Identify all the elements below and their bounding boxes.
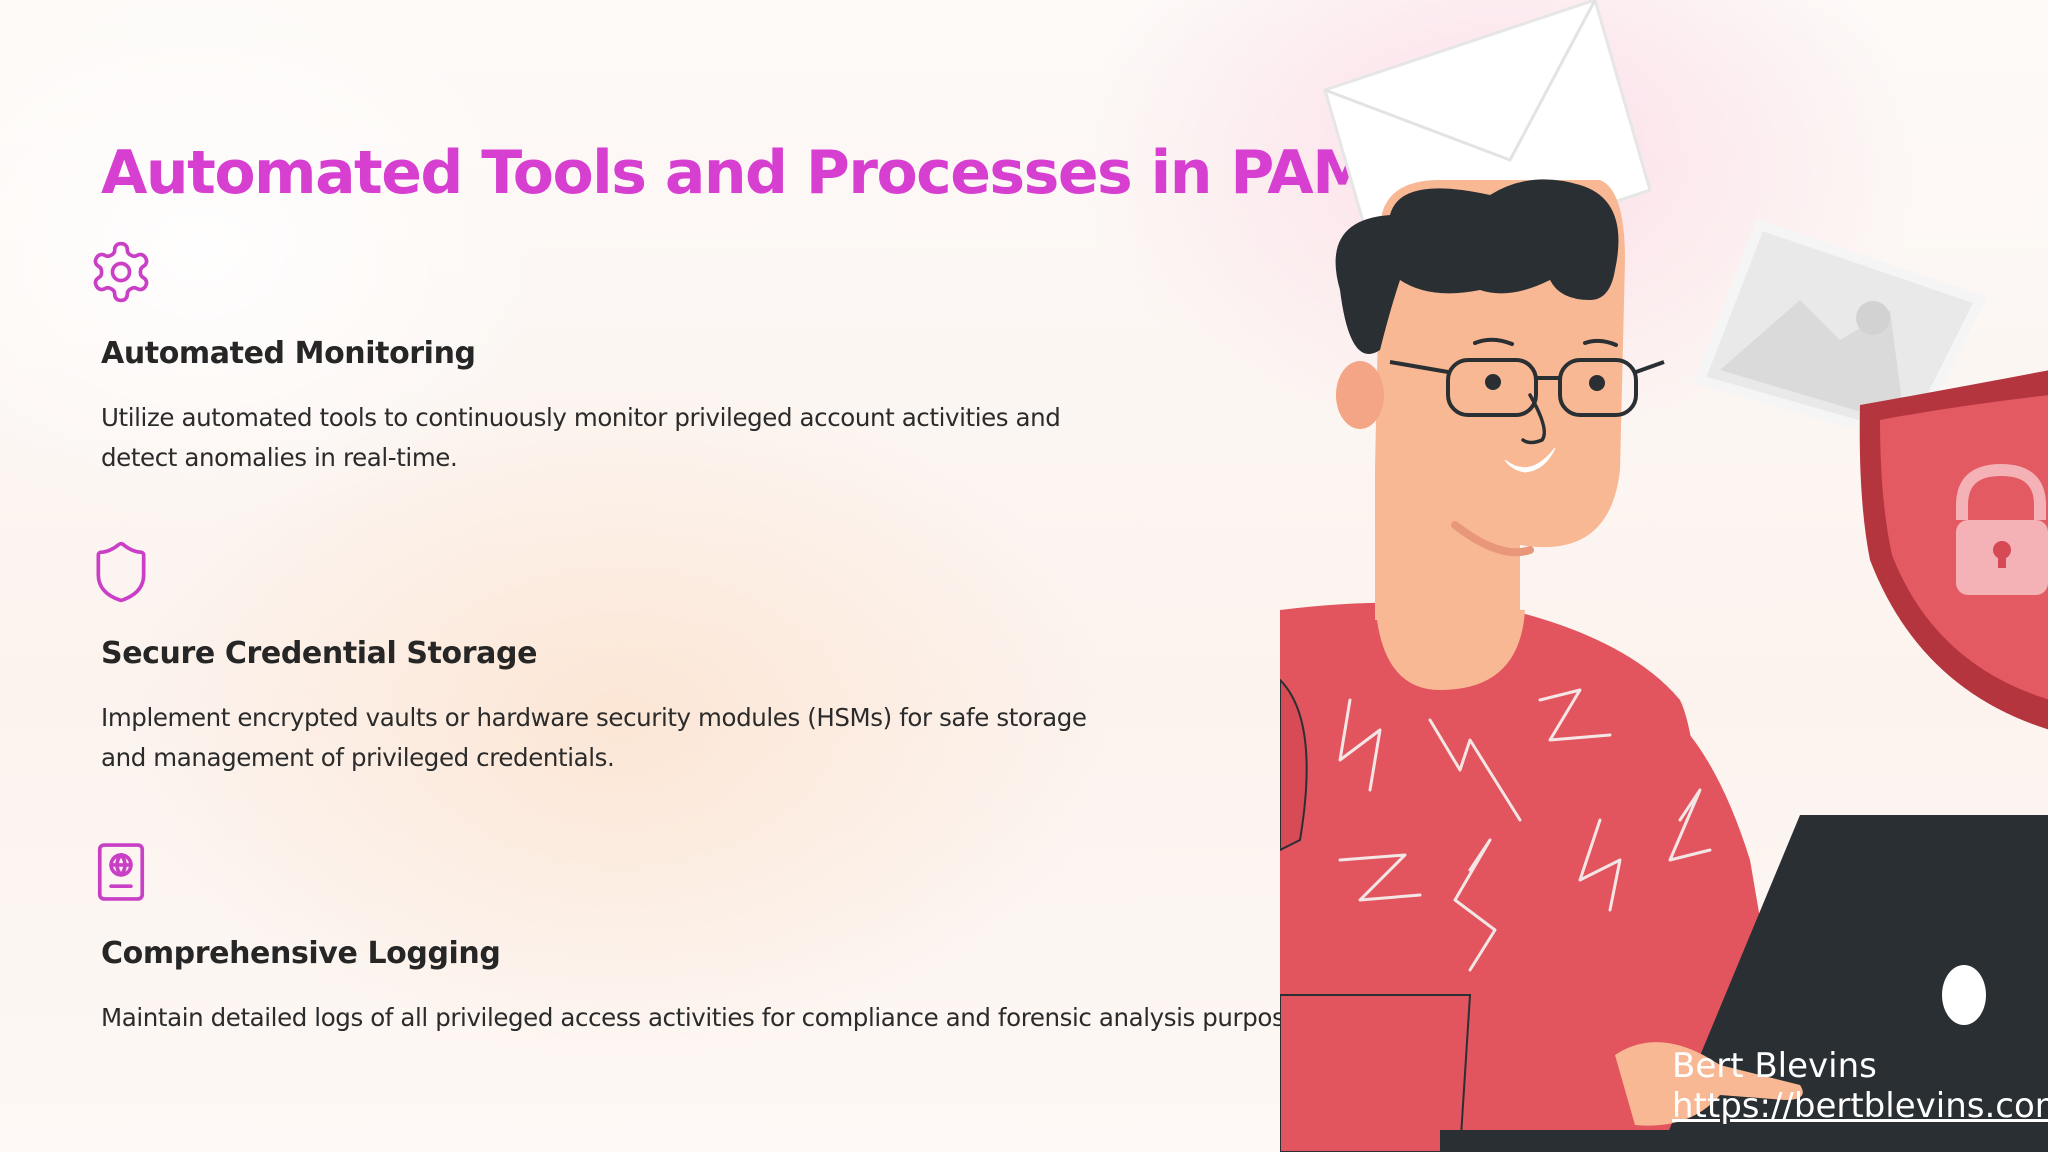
shield-lock-icon [1859,370,2048,730]
person-at-laptop-illustration [1280,0,2048,1152]
passport-icon [87,838,155,906]
feature-heading: Comprehensive Logging [101,936,501,971]
feature-heading: Secure Credential Storage [101,636,538,671]
feature-description: Utilize automated tools to continuously … [101,403,1061,472]
shield-icon [87,538,155,606]
feature-description: Implement encrypted vaults or hardware s… [101,703,1087,772]
gear-icon [87,238,155,306]
feature-heading: Automated Monitoring [101,336,476,371]
slide-content: Automated Tools and Processes in PAM Aut… [87,138,1372,1032]
author-attribution: Bert Blevins https://bertblevins.com [1672,1046,2048,1126]
author-name: Bert Blevins [1672,1046,1877,1086]
author-website-link[interactable]: https://bertblevins.com [1672,1086,2048,1126]
slide-title: Automated Tools and Processes in PAM [101,138,1372,208]
feature-description: Maintain detailed logs of all privileged… [101,1003,1319,1032]
